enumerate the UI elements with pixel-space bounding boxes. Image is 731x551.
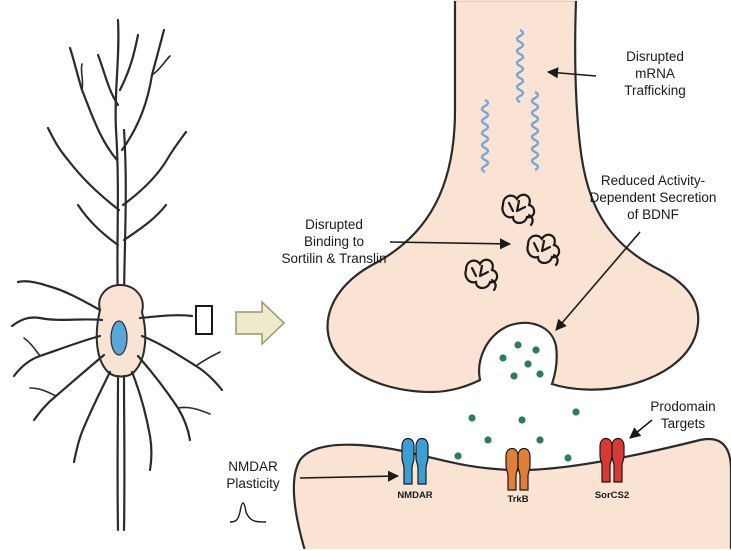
nucleus [111, 321, 127, 355]
dendrite-branch [120, 35, 138, 90]
dendrite-branch [70, 48, 117, 160]
dendrite-branch [123, 132, 186, 205]
epsp-trace-icon [230, 503, 266, 522]
basal-dendrite [140, 315, 192, 318]
bdnf-vesicles [499, 341, 543, 379]
basal-dendrite [34, 355, 104, 420]
basal-dendrite [74, 372, 110, 462]
dendrite-branch [122, 30, 164, 150]
basal-dendrite [142, 336, 222, 390]
zoom-region-box [196, 306, 212, 334]
dendrite-branch [48, 128, 119, 210]
dendrite-branch [124, 205, 166, 240]
receptor-label-nmdar: NMDAR [380, 490, 450, 501]
basal-dendrite [18, 281, 100, 310]
receptor-label-trkb: TrkB [483, 494, 553, 505]
label-disrupted-binding: Disrupted Binding to Sortilin & Translin [272, 216, 396, 267]
label-nmdar-plasticity: NMDAR Plasticity [210, 458, 296, 492]
label-reduced-secretion: Reduced Activity- Dependent Secretion of… [578, 172, 728, 223]
zoom-arrow [236, 302, 284, 344]
apical-dendrite [116, 20, 119, 305]
neuron [12, 20, 222, 530]
basal-dendrite [12, 317, 102, 326]
basal-dendrite [132, 372, 152, 470]
dendrite-branch [78, 205, 118, 245]
basal-dendrite [138, 356, 190, 440]
receptor-label-sorcs2: SorCS2 [577, 490, 647, 501]
label-mrna-trafficking: Disrupted mRNA Trafficking [600, 48, 710, 99]
label-prodomain-targets: Prodomain Targets [640, 398, 726, 432]
